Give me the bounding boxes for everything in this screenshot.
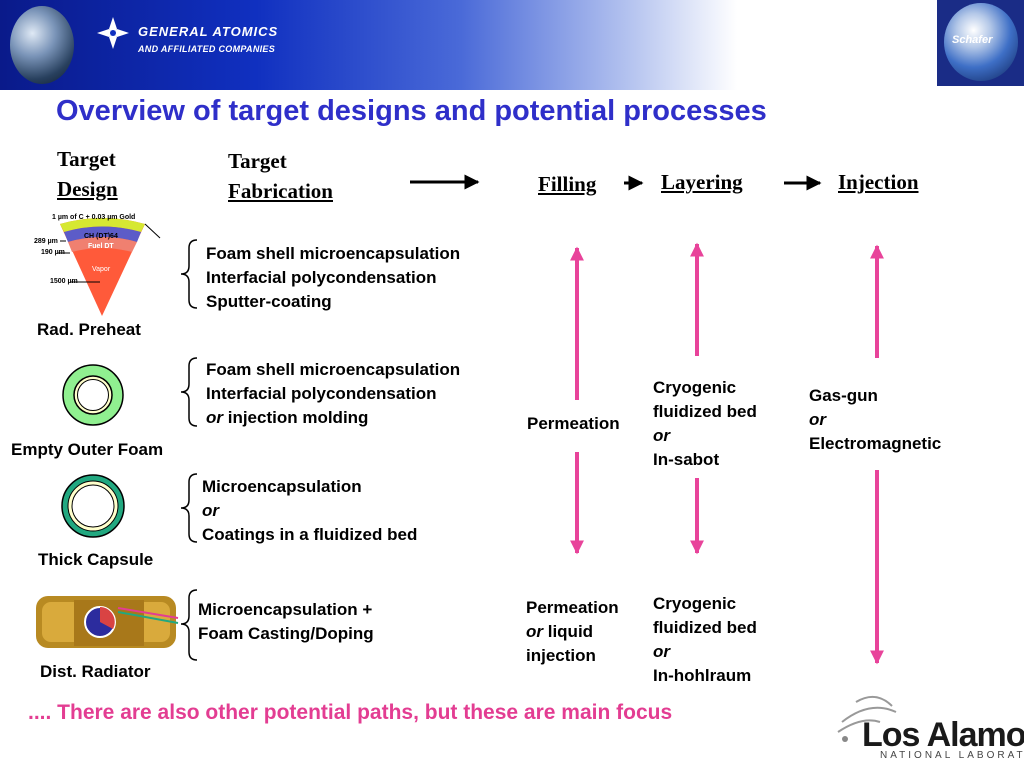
schafer-globe-logo <box>944 3 1018 81</box>
fabrication-row2: Foam shell microencapsulation Interfacia… <box>206 358 460 430</box>
fabrication-row3-or: or <box>202 501 219 520</box>
fabrication-row3-line1: Microencapsulation <box>202 477 362 496</box>
layering-low-line4: In-hohlraum <box>653 666 752 685</box>
filling-low-line1: Permeation <box>526 598 619 617</box>
layering-mid-line2: fluidized bed <box>653 402 757 421</box>
design-caption-empty-outer-foam: Empty Outer Foam <box>11 440 164 459</box>
layering-low-or: or <box>653 642 670 661</box>
filling-low-line2: or liquid <box>526 620 619 644</box>
fabrication-bracket-2 <box>180 357 198 427</box>
preheat-fuel-label: Fuel DT <box>88 243 114 250</box>
design-caption-dist-radiator: Dist. Radiator <box>40 662 151 681</box>
filling-low-tail: liquid <box>543 622 594 641</box>
preheat-target-diagram <box>58 218 161 316</box>
general-atomics-logo-icon <box>97 17 129 49</box>
fabrication-row2-tail: injection molding <box>223 408 369 427</box>
target-design-header-line2: Design <box>57 177 118 201</box>
injection-or: or <box>809 410 826 429</box>
fabrication-row4-line1: Microencapsulation + <box>198 600 373 619</box>
target-design-header-line1: Target <box>57 147 116 171</box>
company-subtitle: AND AFFILIATED COMPANIES <box>138 44 276 54</box>
layering-low-line2: fluidized bed <box>653 618 757 637</box>
layering-mid-line1: Cryogenic <box>653 378 737 397</box>
design-caption-thick-capsule: Thick Capsule <box>38 550 154 569</box>
fabrication-row2-or: or <box>206 408 223 427</box>
fabrication-row2-line1: Foam shell microencapsulation <box>206 360 461 379</box>
fabrication-row3: Microencapsulation or Coatings in a flui… <box>202 475 417 547</box>
layering-header: Layering <box>661 170 743 194</box>
target-design-header: Target Design <box>57 144 118 204</box>
fabrication-row1: Foam shell microencapsulation Interfacia… <box>206 242 460 314</box>
fabrication-bracket-4 <box>180 589 198 661</box>
injection-methods: Gas-gun or Electromagnetic <box>809 384 941 456</box>
filling-permeation-liquid: Permeation or liquid injection <box>526 596 619 668</box>
lanl-mark-icon <box>837 695 897 742</box>
fabrication-row4-line2: Foam Casting/Doping <box>198 624 374 643</box>
preheat-dim-289: 289 µm <box>34 238 58 245</box>
fabrication-row3-line3: Coatings in a fluidized bed <box>202 525 418 544</box>
target-fabrication-header-line2: Fabrication <box>228 179 333 203</box>
preheat-dim-1500: 1500 µm <box>50 278 78 285</box>
fabrication-row1-line2: Interfacial polycondensation <box>206 268 437 287</box>
fabrication-bracket-3 <box>180 473 198 543</box>
lanl-logo-name: Los Alamos <box>862 716 1024 754</box>
injection-header: Injection <box>838 170 919 194</box>
fabrication-row2-line3: or injection molding <box>206 406 460 430</box>
thick-capsule-target <box>61 474 125 538</box>
company-name: GENERAL ATOMICS <box>138 24 279 39</box>
lanl-logo-subtitle: NATIONAL LABORATORY <box>880 750 1024 761</box>
footer-note: .... There are also other potential path… <box>28 701 673 724</box>
layering-low-line1: Cryogenic <box>653 594 737 613</box>
schafer-logo-label: Schafer <box>952 34 993 46</box>
header-banner <box>0 0 1024 90</box>
injection-line3: Electromagnetic <box>809 434 942 453</box>
filling-header: Filling <box>538 172 597 196</box>
filling-low-or: or <box>526 622 543 641</box>
injection-line1: Gas-gun <box>809 386 878 405</box>
globe-logo <box>10 6 74 84</box>
layering-low: Cryogenic fluidized bed or In-hohlraum <box>653 592 757 688</box>
target-fabrication-header-line1: Target <box>228 149 287 173</box>
preheat-gold-label: 1 µm of C + 0.03 µm Gold <box>52 214 136 221</box>
distributed-radiator-hohlraum <box>36 596 179 648</box>
fabrication-row1-line1: Foam shell microencapsulation <box>206 244 461 263</box>
preheat-dim-190: 190 µm <box>41 249 65 256</box>
filling-low-line3: injection <box>526 646 596 665</box>
preheat-vapor-label: Vapor <box>92 266 111 273</box>
preheat-layer-ch-label: CH (DT)64 <box>84 233 118 240</box>
layering-mid-line4: In-sabot <box>653 450 720 469</box>
layering-mid-or: or <box>653 426 670 445</box>
fabrication-row2-line2: Interfacial polycondensation <box>206 384 437 403</box>
fabrication-bracket-1 <box>180 239 198 309</box>
target-fabrication-header: Target Fabrication <box>228 146 333 206</box>
empty-outer-foam-target <box>62 364 124 426</box>
filling-permeation: Permeation <box>527 414 620 433</box>
fabrication-row4: Microencapsulation + Foam Casting/Doping <box>198 598 374 646</box>
layering-mid: Cryogenic fluidized bed or In-sabot <box>653 376 757 472</box>
fabrication-row1-line3: Sputter-coating <box>206 292 332 311</box>
design-caption-rad-preheat: Rad. Preheat <box>37 320 141 339</box>
slide-title: Overview of target designs and potential… <box>56 95 767 127</box>
